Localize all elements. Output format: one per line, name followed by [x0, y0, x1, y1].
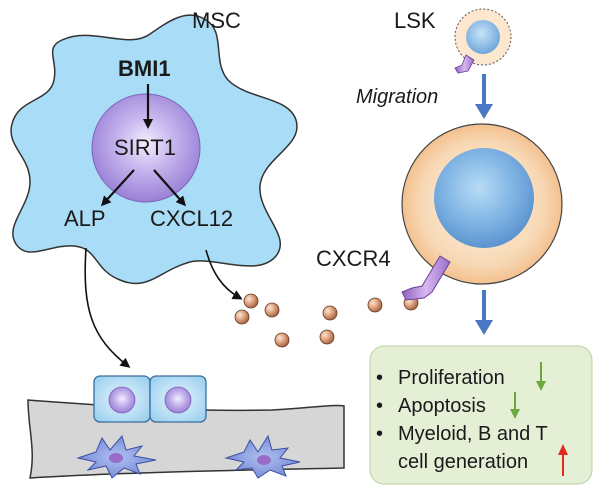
cxcl12-label: CXCL12: [150, 206, 233, 231]
msc-nucleus: [91, 93, 201, 203]
osteoblast-nucleus: [164, 386, 192, 414]
cxcl12-particle: [367, 297, 383, 313]
msc-label: MSC: [192, 8, 241, 33]
outcome-generation-line2: cell generation: [398, 451, 528, 473]
cxcl12-secretion-arrow: [205, 249, 243, 300]
cxcr4-receptor: [401, 255, 451, 301]
outcome-apoptosis: Apoptosis: [398, 395, 486, 417]
sirt1-to-cxcl12-arrow: [153, 169, 186, 207]
osteocyte-nucleus: [109, 453, 123, 463]
lsk-nucleus: [466, 20, 500, 54]
decrease-arrowhead-icon: [536, 381, 546, 391]
lsk-label: LSK: [394, 8, 436, 33]
alp-to-osteoblast-arrow: [84, 247, 131, 368]
outcome-bullet: •: [376, 395, 383, 417]
cxcl12-particle: [319, 329, 335, 345]
osteocyte-nucleus: [257, 455, 271, 465]
cxcr4-label: CXCR4: [316, 246, 391, 271]
cxcl12-particle: [234, 309, 250, 325]
decrease-arrowhead-icon: [510, 409, 520, 419]
sirt1-to-alp-arrow: [100, 169, 135, 207]
cxcl12-particle: [264, 302, 280, 318]
outcome-bullet: •: [376, 423, 383, 445]
cxcl12-particle: [274, 332, 290, 348]
cxcl12-particle: [322, 305, 338, 321]
outcome-generation-line1: Myeloid, B and T: [398, 423, 548, 445]
outcome-panel: [369, 345, 593, 485]
increase-arrowhead-icon: [558, 444, 568, 455]
migration-label: Migration: [356, 86, 438, 108]
cxcl12-particles: [234, 293, 419, 348]
lsk-receptor: [454, 54, 475, 74]
outcome-bullet: •: [376, 367, 383, 389]
bmi1-label: BMI1: [118, 56, 171, 81]
osteoblast-nucleus: [108, 386, 136, 414]
migration-arrowhead: [475, 104, 493, 119]
cxcl12-particle: [243, 293, 259, 309]
alp-label: ALP: [64, 206, 106, 231]
migrated-cell-nucleus: [434, 148, 534, 248]
outcome-arrowhead: [475, 320, 493, 335]
outcome-proliferation: Proliferation: [398, 367, 505, 389]
sirt1-label: SIRT1: [114, 135, 176, 160]
